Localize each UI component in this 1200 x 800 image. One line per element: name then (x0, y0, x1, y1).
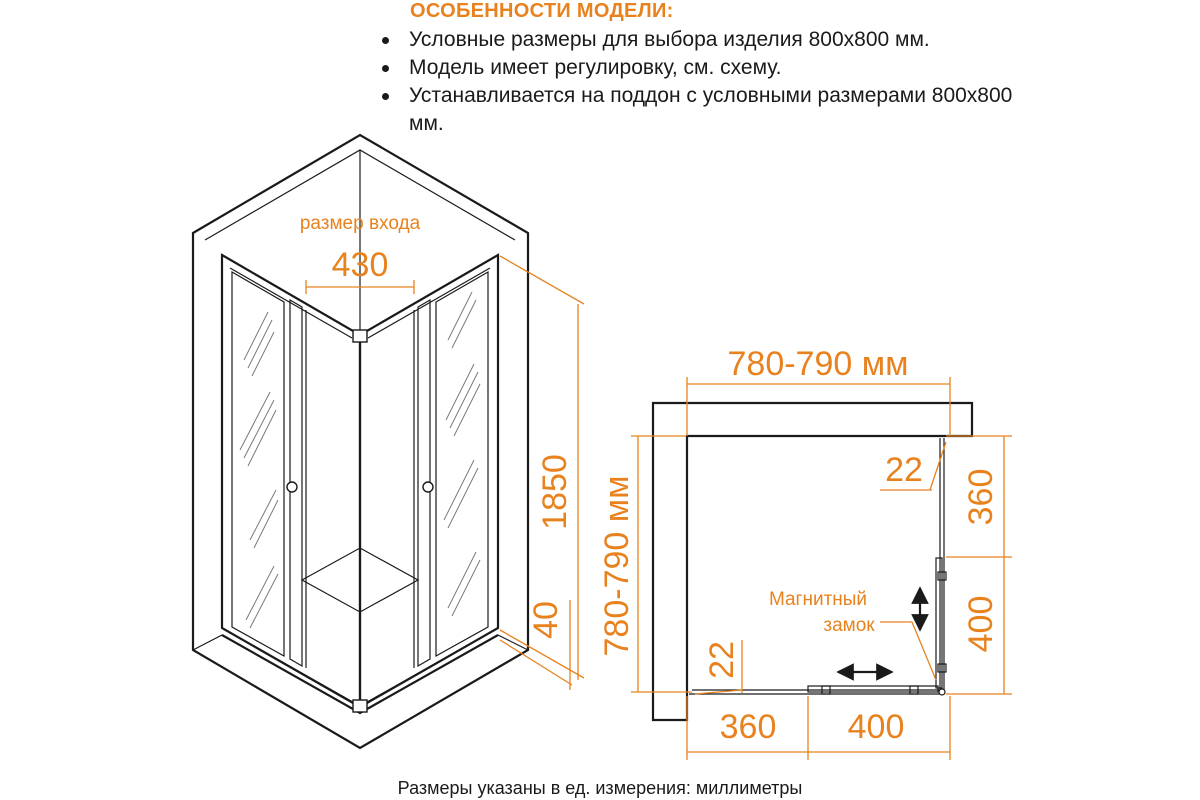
glass-reflection-right (443, 291, 481, 617)
height-extension-top (499, 255, 585, 305)
right-inner-rail (367, 267, 491, 339)
plan-bottom-door-panel (807, 685, 939, 693)
glass-reflection-left (239, 311, 279, 629)
plan-view: 780-790 мм 780-790 мм 360 400 22 22 360 … (598, 345, 1012, 760)
bottom-corner-cap (352, 699, 368, 713)
units-footnote: Размеры указаны в ед. измерения: миллиме… (397, 778, 803, 798)
plan-corner-joint (938, 688, 946, 696)
plan-offset-right-value: 22 (885, 451, 923, 489)
left-fixed-panel (231, 270, 285, 658)
plan-right-bracket-bottom (937, 663, 947, 673)
left-door-handle (286, 481, 298, 493)
plan-bottom-right-value: 400 (848, 708, 905, 746)
right-frame (358, 253, 500, 709)
plan-right-bracket-top (937, 571, 947, 581)
plan-depth-value: 780-790 мм (598, 476, 636, 657)
right-fixed-panel (435, 270, 489, 658)
right-sliding-door (417, 298, 431, 668)
top-corner-cap (352, 329, 368, 343)
magnetic-lock-leader (911, 621, 937, 681)
features-list: Условные размеры для выбора изделия 800x… (378, 26, 1038, 138)
plan-offset-left-value: 22 (703, 641, 741, 679)
magnetic-lock-label-line2: замок (823, 615, 875, 636)
plan-side-bottom-value: 400 (962, 596, 1000, 653)
magnetic-lock-label-line1: Магнитный (769, 589, 867, 610)
plan-walls (651, 401, 974, 722)
base-height-value: 40 (527, 601, 565, 639)
plan-width-value: 780-790 мм (728, 345, 909, 383)
plan-offset-left-diag (694, 689, 743, 695)
tray-side-right (497, 634, 529, 651)
plan-bottom-bracket-left (821, 685, 831, 695)
perspective-view: размер входа 430 1850 40 (191, 133, 585, 750)
tray-front (221, 634, 499, 715)
tray-side-left (192, 634, 223, 651)
feature-item: Устанавливается на поддон с условными ра… (378, 82, 1038, 138)
base-extension (499, 639, 573, 686)
height-value: 1850 (536, 454, 574, 530)
left-frame (220, 253, 362, 709)
feature-item: Модель имеет регулировку, см. схему. (378, 54, 1038, 82)
features-title: ОСОБЕННОСТИ МОДЕЛИ: (410, 0, 674, 22)
plan-offset-right-line (929, 441, 947, 491)
entrance-label: размер входа (300, 213, 421, 234)
right-door-handle (422, 481, 434, 493)
plan-bottom-bracket-right (909, 685, 919, 695)
left-inner-rail (229, 267, 353, 339)
entrance-width-value: 430 (332, 246, 389, 284)
plan-side-top-value: 360 (962, 469, 1000, 526)
left-sliding-door (289, 298, 303, 668)
plan-bottom-left-value: 360 (720, 708, 777, 746)
feature-item: Условные размеры для выбора изделия 800x… (378, 26, 1038, 54)
plan-right-door-panel (935, 557, 943, 689)
